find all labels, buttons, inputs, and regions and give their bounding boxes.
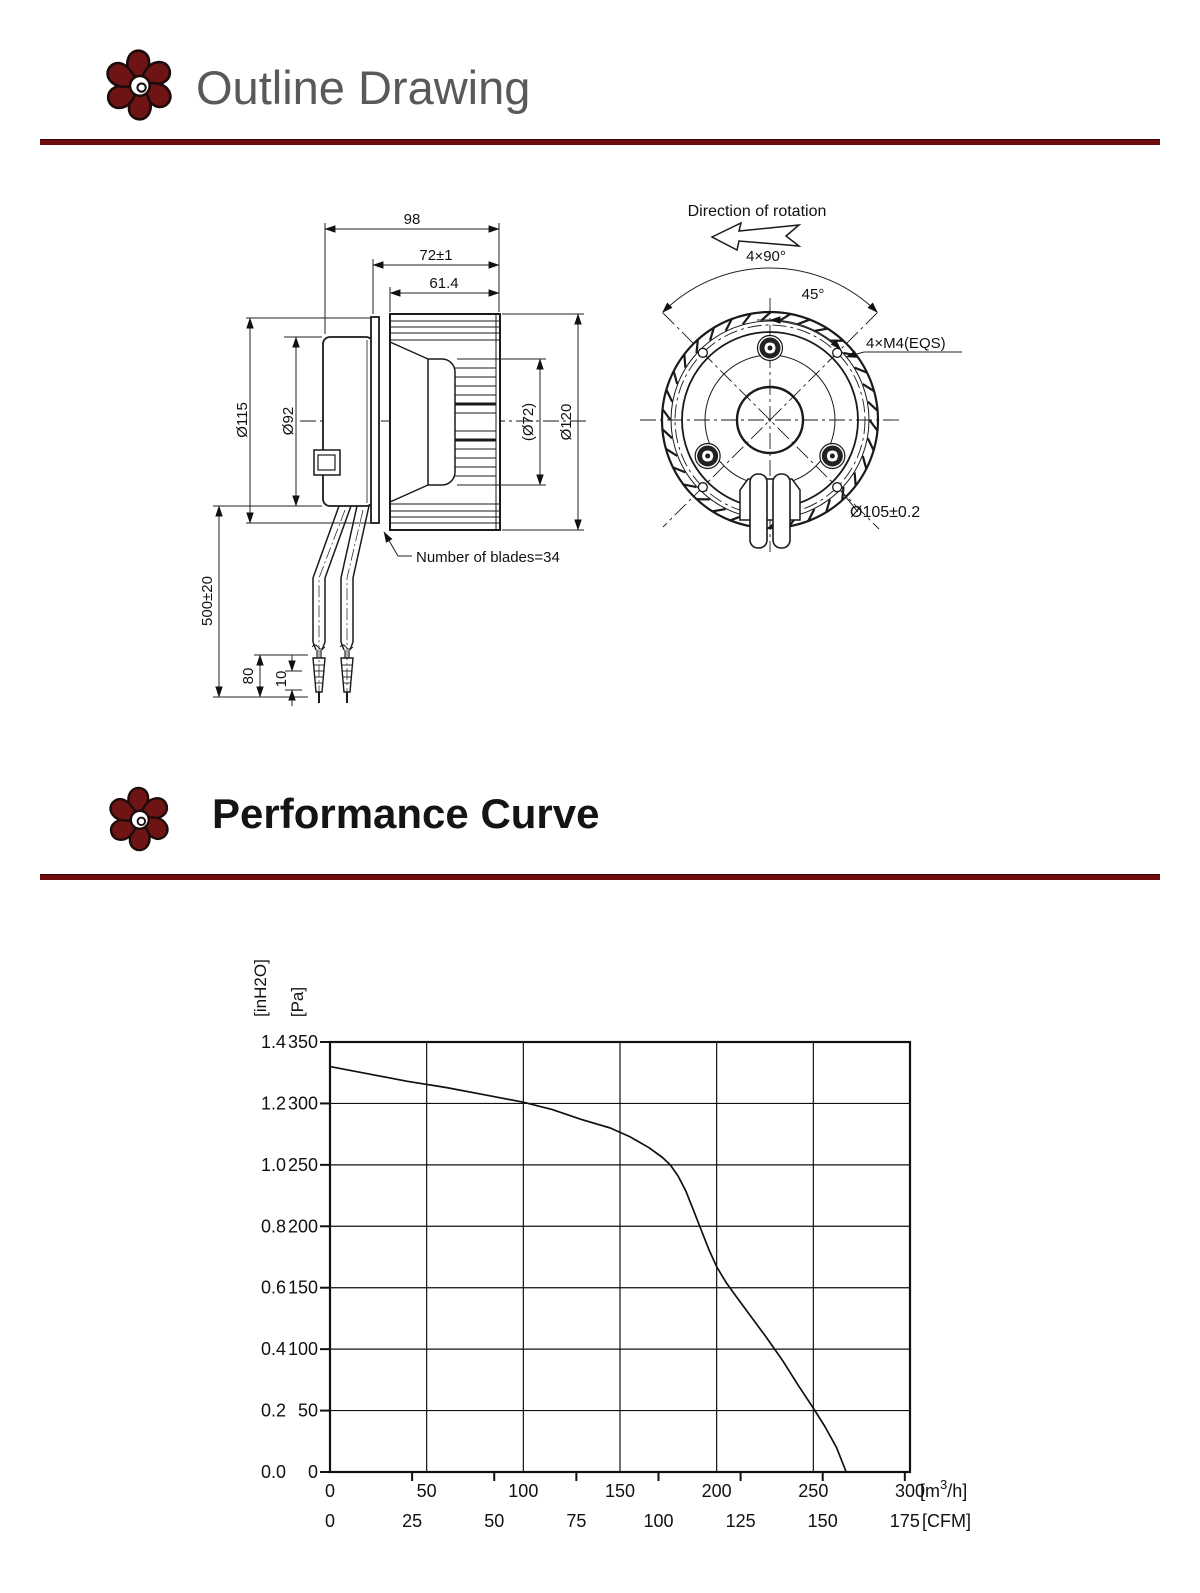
dim-flange-od: Ø115 bbox=[234, 402, 251, 438]
svg-text:50: 50 bbox=[298, 1401, 318, 1421]
svg-text:1.4: 1.4 bbox=[261, 1032, 286, 1052]
side-view: 98 72±1 61.4 Ø115 Ø92 (Ø72) Ø120 500±20 … bbox=[199, 211, 588, 706]
outline-section-title: Outline Drawing bbox=[196, 61, 531, 114]
dim-lead-length: 500±20 bbox=[199, 576, 216, 626]
dim-inlet-id: (Ø72) bbox=[520, 403, 537, 441]
svg-text:0.4: 0.4 bbox=[261, 1339, 286, 1359]
dim-strip-b: 10 bbox=[273, 671, 290, 688]
svg-text:150: 150 bbox=[605, 1481, 635, 1501]
note-screws: 4×M4(EQS) bbox=[866, 335, 946, 352]
lead-wires bbox=[311, 505, 370, 703]
section-divider bbox=[40, 874, 1160, 880]
mounting-holes bbox=[697, 347, 843, 493]
svg-text:0.6: 0.6 bbox=[261, 1278, 286, 1298]
svg-text:1.0: 1.0 bbox=[261, 1155, 286, 1175]
svg-text:50: 50 bbox=[417, 1481, 437, 1501]
svg-text:0: 0 bbox=[325, 1511, 335, 1531]
y-unit-pa: [Pa] bbox=[288, 987, 307, 1017]
svg-text:100: 100 bbox=[508, 1481, 538, 1501]
svg-text:100: 100 bbox=[288, 1339, 318, 1359]
svg-text:0: 0 bbox=[325, 1481, 335, 1501]
screw-head bbox=[694, 442, 721, 470]
y-unit-inh2o: [inH2O] bbox=[251, 959, 270, 1017]
impeller-blade-lines bbox=[455, 367, 496, 477]
svg-text:300: 300 bbox=[895, 1481, 925, 1501]
svg-text:100: 100 bbox=[643, 1511, 673, 1531]
section-divider bbox=[40, 139, 1160, 145]
svg-text:250: 250 bbox=[288, 1155, 318, 1175]
svg-text:200: 200 bbox=[702, 1481, 732, 1501]
svg-text:50: 50 bbox=[484, 1511, 504, 1531]
side-dimensions bbox=[213, 223, 584, 706]
x-unit-m3h: [m3/h] bbox=[920, 1477, 967, 1501]
svg-text:0.2: 0.2 bbox=[261, 1401, 286, 1421]
outline-drawing: 98 72±1 61.4 Ø115 Ø92 (Ø72) Ø120 500±20 … bbox=[199, 203, 962, 706]
chart-border bbox=[328, 1040, 912, 1474]
svg-text:200: 200 bbox=[288, 1216, 318, 1236]
svg-text:0: 0 bbox=[308, 1462, 318, 1482]
performance-curve-chart: 00.0500.21000.41500.62000.82501.03001.23… bbox=[251, 959, 971, 1531]
wire-exit bbox=[739, 473, 801, 549]
svg-text:0.8: 0.8 bbox=[261, 1216, 286, 1236]
svg-text:150: 150 bbox=[288, 1278, 318, 1298]
fan-logo-icon bbox=[101, 46, 177, 124]
dim-hole-angle: 45° bbox=[802, 286, 825, 303]
performance-curve-line bbox=[329, 1065, 847, 1473]
svg-text:25: 25 bbox=[402, 1511, 422, 1531]
svg-text:1.2: 1.2 bbox=[261, 1093, 286, 1113]
chart-grid bbox=[330, 1042, 910, 1472]
dim-depth-impeller: 61.4 bbox=[429, 275, 458, 292]
rotation-arrow bbox=[710, 221, 802, 252]
dim-strip-a: 80 bbox=[240, 668, 257, 685]
svg-text:350: 350 bbox=[288, 1032, 318, 1052]
fan-logo-icon bbox=[105, 784, 173, 854]
screw-head bbox=[756, 334, 784, 362]
screw-head bbox=[819, 442, 846, 470]
note-number-of-blades: Number of blades=34 bbox=[416, 549, 560, 566]
dim-depth-mount: 72±1 bbox=[419, 247, 452, 264]
svg-text:0.0: 0.0 bbox=[261, 1462, 286, 1482]
impeller-band-lines bbox=[390, 320, 500, 524]
chart-ticks bbox=[320, 1041, 906, 1481]
note-rotation: Direction of rotation bbox=[688, 203, 827, 220]
x-unit-cfm: [CFM] bbox=[922, 1511, 971, 1531]
svg-text:150: 150 bbox=[808, 1511, 838, 1531]
svg-text:125: 125 bbox=[726, 1511, 756, 1531]
dim-mount-angle: 4×90° bbox=[746, 248, 786, 265]
dim-depth-total: 98 bbox=[404, 211, 421, 228]
chart-tick-labels: 00.0500.21000.41500.62000.82501.03001.23… bbox=[261, 1032, 925, 1531]
dim-motor-od: Ø92 bbox=[280, 407, 297, 435]
chart-axis-units: [m3/h] [CFM] [inH2O] [Pa] bbox=[251, 959, 971, 1531]
svg-text:75: 75 bbox=[566, 1511, 586, 1531]
svg-text:300: 300 bbox=[288, 1093, 318, 1113]
dim-bolt-circle: Ø105±0.2 bbox=[850, 504, 920, 521]
performance-section-title: Performance Curve bbox=[212, 790, 600, 837]
svg-text:250: 250 bbox=[798, 1481, 828, 1501]
svg-text:175: 175 bbox=[890, 1511, 920, 1531]
front-view: Direction of rotation 4×90° 45° 4×M4(EQS… bbox=[640, 203, 962, 552]
dim-impeller-od: Ø120 bbox=[558, 404, 575, 441]
